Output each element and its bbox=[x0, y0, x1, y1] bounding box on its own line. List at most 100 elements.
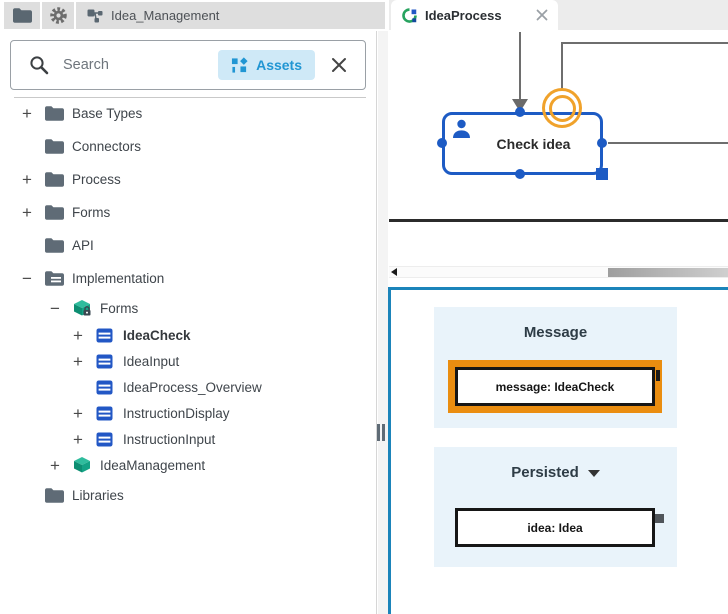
settings-button[interactable] bbox=[42, 2, 74, 29]
persisted-group-title: Persisted bbox=[511, 464, 579, 481]
asset-browser-panel: Assets + Base Types Connectors + Process bbox=[0, 31, 377, 614]
locked-package-icon bbox=[73, 300, 100, 317]
tree-item-base-types[interactable]: + Base Types bbox=[0, 97, 376, 130]
tab-label: IdeaProcess bbox=[425, 7, 502, 23]
lane-boundary-line bbox=[389, 219, 728, 222]
sequence-flow-line[interactable] bbox=[519, 32, 521, 100]
search-input[interactable] bbox=[63, 57, 219, 73]
tree-item-label: Libraries bbox=[72, 488, 124, 503]
collapse-icon[interactable]: − bbox=[22, 269, 32, 288]
tree-item-label: IdeaCheck bbox=[123, 327, 191, 343]
tree-item-label: Process bbox=[72, 172, 121, 187]
form-icon bbox=[96, 328, 123, 343]
tree-item-label: IdeaInput bbox=[123, 353, 180, 369]
tree-item-instructiondisplay[interactable]: + InstructionDisplay bbox=[0, 400, 376, 426]
message-group-title: Message bbox=[523, 324, 588, 341]
form-icon bbox=[96, 354, 123, 369]
node-handle-right[interactable] bbox=[597, 138, 607, 148]
process-diagram-canvas[interactable]: Check idea bbox=[389, 30, 728, 266]
panel-splitter-handle[interactable] bbox=[377, 424, 385, 441]
left-toolbar: Idea_Management bbox=[0, 0, 385, 31]
tree-item-ideaprocess-overview[interactable]: IdeaProcess_Overview bbox=[0, 374, 376, 400]
node-handle-left[interactable] bbox=[437, 138, 447, 148]
tree-item-libraries[interactable]: Libraries bbox=[0, 479, 376, 512]
editor-tab-bar: IdeaProcess bbox=[389, 0, 728, 30]
close-icon[interactable] bbox=[536, 9, 548, 21]
folder-open-icon bbox=[45, 271, 72, 286]
tree-item-ideacheck[interactable]: + IdeaCheck bbox=[0, 322, 376, 348]
tree-item-label: Connectors bbox=[72, 139, 142, 154]
task-node-label: Check idea bbox=[496, 135, 571, 152]
form-icon bbox=[96, 432, 123, 447]
mapping-editor-panel[interactable]: Message message: IdeaCheck Persisted ide… bbox=[388, 287, 728, 614]
tab-ideaprocess[interactable]: IdeaProcess bbox=[391, 0, 558, 30]
boundary-flow-line-horizontal[interactable] bbox=[561, 42, 728, 44]
expander-icon[interactable]: + bbox=[73, 351, 83, 371]
chevron-down-icon[interactable] bbox=[587, 470, 600, 477]
tree-item-label: API bbox=[72, 238, 94, 253]
selected-message-box[interactable]: message: IdeaCheck bbox=[448, 360, 662, 413]
expander-icon[interactable]: + bbox=[22, 203, 32, 222]
scroll-left-arrow-icon[interactable] bbox=[391, 268, 397, 276]
folder-icon bbox=[45, 172, 72, 187]
expander-icon[interactable]: + bbox=[73, 325, 83, 345]
persisted-group: Persisted idea: Idea bbox=[434, 447, 677, 567]
tab-idea-management[interactable]: Idea_Management bbox=[76, 2, 385, 29]
persisted-box-connector-handle[interactable] bbox=[655, 514, 664, 523]
tree-item-implementation-forms[interactable]: − Forms bbox=[0, 295, 376, 322]
tree-item-process[interactable]: + Process bbox=[0, 163, 376, 196]
expander-icon[interactable]: + bbox=[73, 429, 83, 449]
boundary-event-icon[interactable] bbox=[542, 88, 582, 128]
node-handle-top[interactable] bbox=[515, 107, 525, 117]
expander-icon[interactable]: + bbox=[22, 170, 32, 189]
form-icon bbox=[96, 380, 123, 395]
horizontal-scrollbar[interactable] bbox=[389, 266, 728, 278]
assets-filter-button[interactable]: Assets bbox=[218, 50, 315, 80]
tree-item-label: Forms bbox=[72, 205, 111, 220]
tree-item-instructioninput[interactable]: + InstructionInput bbox=[0, 426, 376, 452]
process-icon bbox=[402, 7, 417, 23]
search-divider bbox=[14, 97, 366, 98]
tree-item-api[interactable]: API bbox=[0, 229, 376, 262]
gear-icon bbox=[49, 6, 68, 25]
outgoing-flow-line[interactable] bbox=[608, 142, 728, 144]
message-box-connector-handle[interactable] bbox=[656, 370, 660, 381]
tree-item-label: InstructionInput bbox=[123, 431, 216, 447]
panel-gap bbox=[378, 31, 388, 614]
tree-item-implementation[interactable]: − Implementation bbox=[0, 262, 376, 295]
tree-item-label: IdeaProcess_Overview bbox=[123, 379, 262, 395]
node-resize-handle[interactable] bbox=[596, 168, 608, 180]
folder-icon bbox=[45, 488, 72, 503]
folder-icon bbox=[45, 238, 72, 253]
assets-button-label: Assets bbox=[256, 57, 302, 73]
expander-icon[interactable]: + bbox=[50, 456, 60, 475]
folder-icon bbox=[45, 139, 72, 154]
search-box: Assets bbox=[10, 40, 366, 90]
boundary-flow-line-vertical[interactable] bbox=[561, 42, 563, 89]
tree-item-ideainput[interactable]: + IdeaInput bbox=[0, 348, 376, 374]
message-group: Message message: IdeaCheck bbox=[434, 307, 677, 428]
process-flow-icon bbox=[87, 9, 103, 23]
asset-tree: + Base Types Connectors + Process + Form… bbox=[0, 97, 376, 512]
persisted-item-box[interactable]: idea: Idea bbox=[455, 508, 655, 547]
task-node-check-idea[interactable]: Check idea bbox=[442, 112, 603, 175]
tree-item-ideamanagement[interactable]: + IdeaManagement bbox=[0, 452, 376, 479]
search-icon bbox=[29, 55, 49, 75]
tree-item-connectors[interactable]: Connectors bbox=[0, 130, 376, 163]
tree-item-forms[interactable]: + Forms bbox=[0, 196, 376, 229]
close-icon[interactable] bbox=[330, 56, 348, 74]
expander-icon[interactable]: + bbox=[73, 403, 83, 423]
expander-icon[interactable]: + bbox=[22, 104, 32, 123]
project-folder-button[interactable] bbox=[4, 2, 40, 29]
collapse-icon[interactable]: − bbox=[50, 299, 60, 318]
persisted-box-label: idea: Idea bbox=[527, 520, 583, 535]
folder-icon bbox=[45, 205, 72, 220]
tree-item-label: Implementation bbox=[72, 271, 165, 286]
tab-label: Idea_Management bbox=[111, 8, 220, 23]
tree-item-label: IdeaManagement bbox=[100, 458, 206, 473]
scrollbar-thumb[interactable] bbox=[608, 268, 728, 277]
assets-icon bbox=[231, 56, 248, 74]
node-handle-bottom[interactable] bbox=[515, 169, 525, 179]
folder-icon bbox=[12, 8, 32, 23]
tree-item-label: Base Types bbox=[72, 106, 143, 121]
